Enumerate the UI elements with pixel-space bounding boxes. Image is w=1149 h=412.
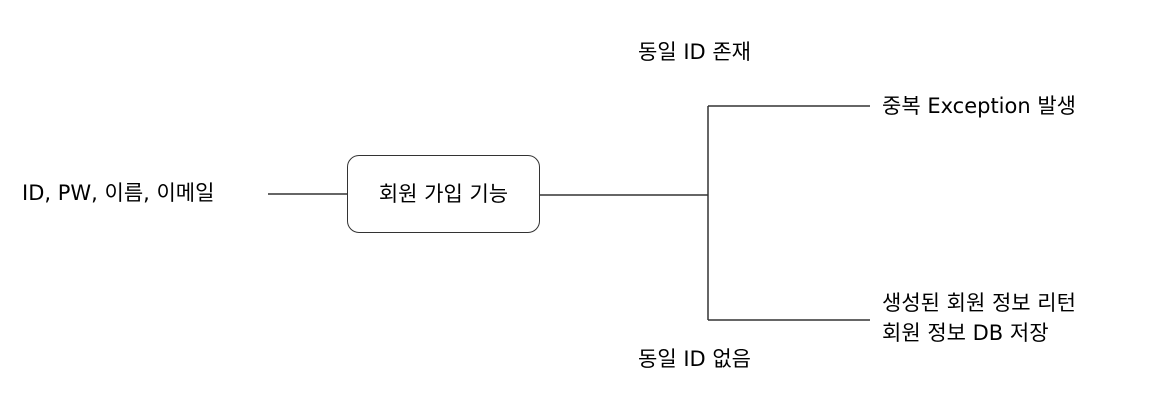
condition-label-bottom: 동일 ID 없음 xyxy=(638,347,751,371)
result-label-bottom-line-2: 회원 정보 DB 저장 xyxy=(882,321,1049,345)
input-label: ID, PW, 이름, 이메일 xyxy=(22,181,215,205)
process-node: 회원 가입 기능 xyxy=(347,155,540,233)
condition-label-top: 동일 ID 존재 xyxy=(638,40,751,64)
result-label-top: 중복 Exception 발생 xyxy=(882,94,1076,118)
result-label-bottom-line-1: 생성된 회원 정보 리턴 xyxy=(882,291,1076,315)
process-label: 회원 가입 기능 xyxy=(378,181,509,206)
